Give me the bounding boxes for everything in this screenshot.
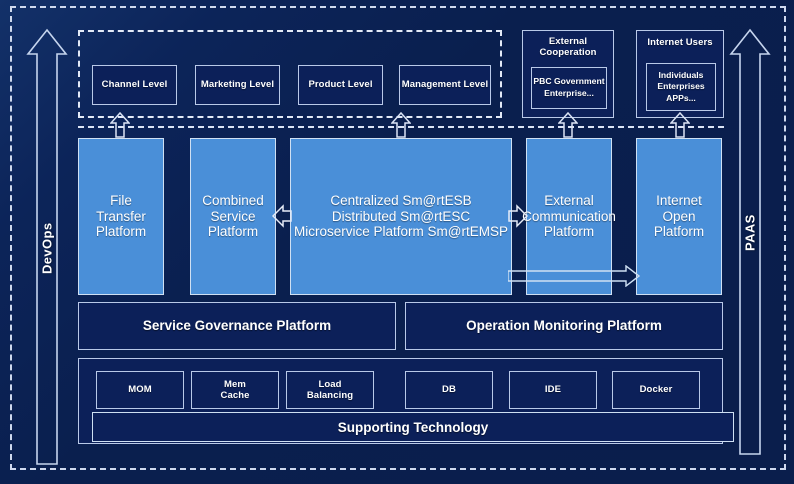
channel-levels-group <box>78 30 502 118</box>
up-arrow-external-cooperation <box>557 111 579 138</box>
external-communication-platform[interactable]: External Communication Platform <box>522 138 616 295</box>
external-cooperation-group: External Cooperation PBC Government Ente… <box>522 30 614 118</box>
external-cooperation-inner[interactable]: PBC Government Enterprise... <box>531 67 607 109</box>
central-esb-platform[interactable]: Centralized Sm@rtESB Distributed Sm@rtES… <box>290 138 512 295</box>
tech-mem-cache[interactable]: Mem Cache <box>191 371 279 409</box>
up-arrow-internet-users <box>669 111 691 138</box>
paas-arrow-label: PAAS <box>742 214 758 252</box>
file-transfer-platform[interactable]: File Transfer Platform <box>78 138 164 295</box>
tech-load-balancing[interactable]: Load Balancing <box>286 371 374 409</box>
internet-users-group: Internet Users Individuals Enterprises A… <box>636 30 724 118</box>
internet-users-title: Internet Users <box>647 37 713 48</box>
tech-mom[interactable]: MOM <box>96 371 184 409</box>
outer-boundary <box>10 6 786 470</box>
service-governance-platform[interactable]: Service Governance Platform <box>78 302 396 350</box>
up-arrow-management <box>390 111 412 138</box>
combined-service-platform[interactable]: Combined Service Platform <box>190 138 276 295</box>
marketing-level-box[interactable]: Marketing Level <box>195 65 280 105</box>
arrow-right-to-external-comm <box>508 203 529 229</box>
operation-monitoring-platform[interactable]: Operation Monitoring Platform <box>405 302 723 350</box>
supporting-technology-bar[interactable]: Supporting Technology <box>92 412 734 442</box>
product-level-box[interactable]: Product Level <box>298 65 383 105</box>
internet-users-inner[interactable]: Individuals Enterprises APPs... <box>646 63 716 111</box>
external-cooperation-title: External Cooperation <box>539 36 597 59</box>
internet-open-platform[interactable]: Internet Open Platform <box>636 138 722 295</box>
devops-arrow: DevOps <box>26 28 68 466</box>
arrow-center-to-internet-open <box>507 264 641 288</box>
layer-separator-line <box>78 126 724 128</box>
up-arrow-channel <box>109 111 131 138</box>
tech-ide[interactable]: IDE <box>509 371 597 409</box>
management-level-box[interactable]: Management Level <box>399 65 491 105</box>
tech-docker[interactable]: Docker <box>612 371 700 409</box>
arrow-left-to-combined <box>271 203 292 229</box>
devops-arrow-label: DevOps <box>39 222 55 274</box>
channel-level-box[interactable]: Channel Level <box>92 65 177 105</box>
tech-db[interactable]: DB <box>405 371 493 409</box>
paas-arrow: PAAS <box>729 28 771 456</box>
